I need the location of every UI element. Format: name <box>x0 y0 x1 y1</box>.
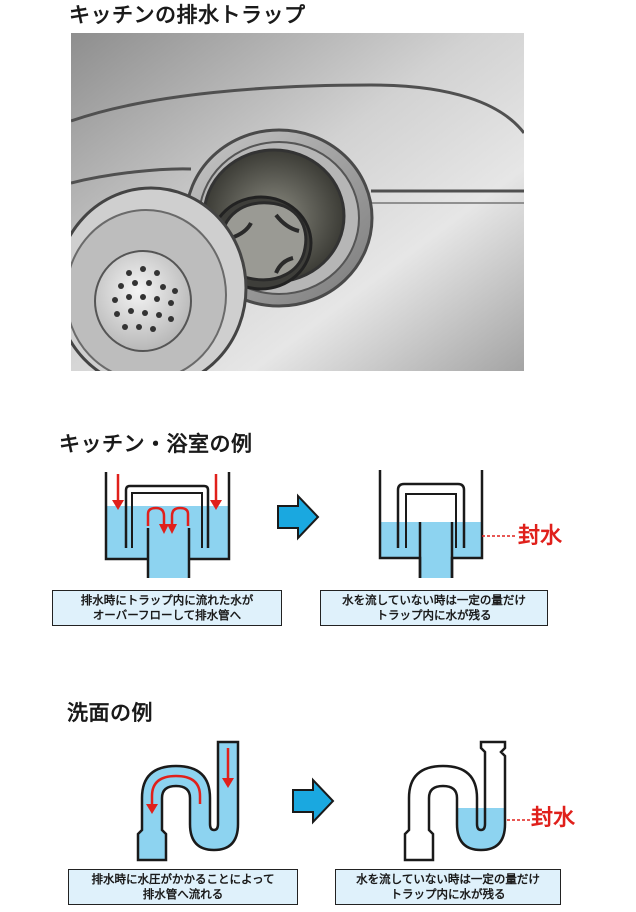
sealed-caption: 水を流していない時は一定の量だけ トラップ内に水が残る <box>320 590 548 626</box>
down-arrow-icon <box>210 500 222 510</box>
s-trap-draining-diagram <box>136 740 240 862</box>
kitchen-trap-title: キッチンの排水トラップ <box>69 3 306 27</box>
caption-line: トラップ内に水が残る <box>390 887 506 901</box>
trap-water <box>106 506 229 578</box>
kitchen-sink-drain-illustration <box>71 33 524 371</box>
right-arrow-icon <box>277 493 320 541</box>
draining-caption: 排水時にトラップ内に流れた水が オーバーフローして排水管へ <box>52 590 282 626</box>
down-arrow-icon <box>222 778 234 788</box>
s-trap-sealed-diagram <box>403 740 531 862</box>
s-trap-pipe <box>403 740 507 862</box>
down-arrow-icon <box>167 524 177 534</box>
caption-line: オーバーフローして排水管へ <box>92 608 242 622</box>
trap-water <box>380 522 482 578</box>
water-seal-label: 封水 <box>518 524 563 549</box>
s-trap-pipe <box>136 740 240 862</box>
down-arrow-icon <box>146 804 158 814</box>
water-seal-label: 封水 <box>531 806 576 831</box>
bell-trap-draining-diagram <box>104 472 231 578</box>
flow-arrows <box>150 748 230 804</box>
washbasin-example-title: 洗面の例 <box>67 701 153 725</box>
draining-caption: 排水時に水圧がかかることによって 排水管へ流れる <box>68 869 298 905</box>
down-arrow-icon <box>112 500 124 510</box>
bell-trap-sealed-diagram <box>378 470 516 578</box>
caption-line: 排水時にトラップ内に流れた水が <box>80 593 254 607</box>
flow-arrows <box>116 474 218 526</box>
sealed-caption: 水を流していない時は一定の量だけ トラップ内に水が残る <box>335 869 561 905</box>
caption-line: 排水時に水圧がかかることによって <box>91 872 275 886</box>
down-arrow-icon <box>159 524 169 534</box>
right-arrow-icon <box>292 777 335 825</box>
caption-line: 排水管へ流れる <box>142 887 224 901</box>
kitchen-bath-example-title: キッチン・浴室の例 <box>59 432 253 456</box>
caption-line: 水を流していない時は一定の量だけ <box>342 593 526 607</box>
caption-line: 水を流していない時は一定の量だけ <box>356 872 540 886</box>
caption-line: トラップ内に水が残る <box>376 608 492 622</box>
